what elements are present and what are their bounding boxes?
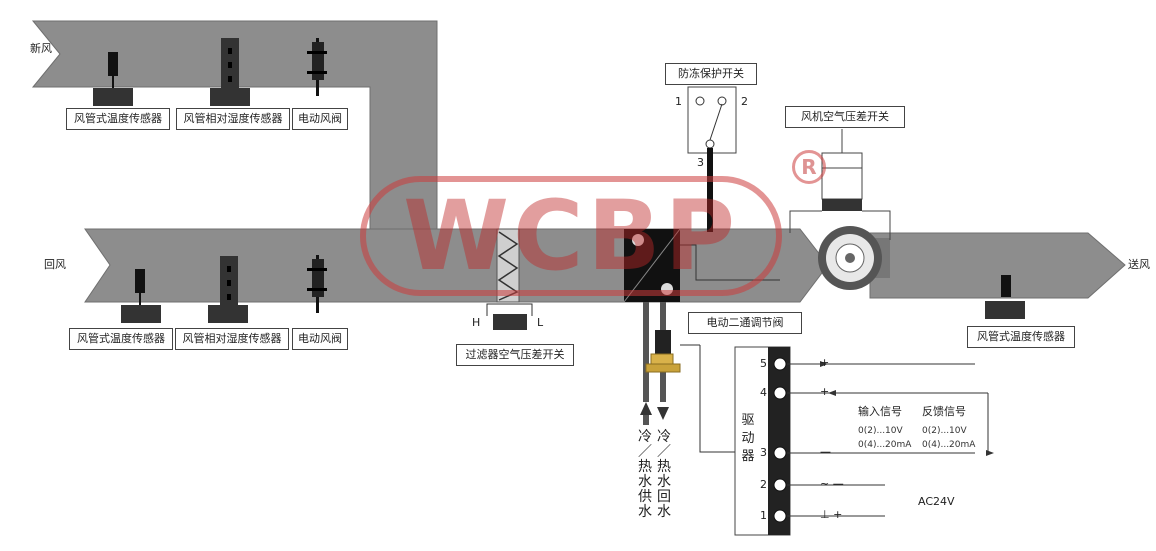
supply-duct [869,232,1126,299]
top-temp-sensor [93,52,133,106]
valve-label: 电动二通调节阀 [688,312,802,334]
top-humidity-sensor [210,38,250,106]
feedback-ma-label: 0(4)...20mA [922,440,976,450]
terminal-number-4: 4 [760,386,767,399]
fan-pressure-switch-label: 风机空气压差开关 [785,106,905,128]
mid-temp-sensor [121,269,161,323]
top-temp-sensor-label: 风管式温度传感器 [66,108,170,130]
antifreeze-switch-body [687,86,737,232]
terminal-sign-5: + [820,356,830,369]
driver-label: 驱动器 [741,413,755,464]
coil [623,228,681,303]
mid-air-damper-label: 电动风阀 [292,328,348,350]
top-air-damper [307,38,327,96]
filter-l-label: L [537,316,544,329]
top-air-damper-label: 电动风阀 [292,108,348,130]
watermark: WCBP [360,176,782,296]
filter-pressure-switch-label: 过滤器空气压差开关 [456,344,574,366]
terminal-sign-1: ⊥ + [820,508,843,521]
water-supply-label: 冷／热水供水 [638,429,652,520]
fresh-air-label: 新风 [30,42,52,55]
supply-fan [818,226,890,290]
return-air-label: 回风 [44,258,66,271]
terminal-screws [773,357,787,523]
terminal-number-3: 3 [760,446,767,459]
feedback-v-label: 0(2)...10V [922,426,967,436]
mid-humidity-sensor-label: 风管相对湿度传感器 [175,328,289,350]
terminal-number-2: 2 [760,478,767,491]
top-humidity-sensor-label: 风管相对湿度传感器 [176,108,290,130]
switch-pin1-label: 1 [675,95,682,108]
fresh-air-duct [31,20,438,230]
mid-air-damper [307,255,327,313]
signal-arrows [820,361,994,456]
terminal-screw-4 [773,386,787,400]
terminal-screw-2 [773,478,787,492]
terminal-sign-2: ~ — [820,477,844,490]
input-v-label: 0(2)...10V [858,426,903,436]
fan-pressure-switch-body [789,129,891,240]
terminal-screw-3 [773,446,787,460]
terminal-number-1: 1 [760,509,767,522]
ac24v-label: AC24V [918,495,955,508]
terminal-screw-1 [773,509,787,523]
mid-humidity-sensor [208,256,248,323]
water-return-label: 冷／热水回水 [657,429,671,520]
input-signal-label: 输入信号 [858,405,902,418]
terminal-sign-4: + [820,385,830,398]
input-ma-label: 0(4)...20mA [858,440,912,450]
feedback-signal-label: 反馈信号 [922,405,966,418]
right-temp-sensor [985,275,1025,319]
terminal-sign-3: — [820,445,831,458]
antifreeze-switch-label: 防冻保护开关 [665,63,757,85]
right-temp-sensor-label: 风管式温度传感器 [967,326,1075,348]
switch-pin2-label: 2 [741,95,748,108]
registered-mark: R [792,150,826,184]
filter-h-label: H [472,316,481,329]
supply-air-label: 送风 [1128,258,1150,271]
filter-pressure-switch [486,303,533,330]
mid-temp-sensor-label: 风管式温度传感器 [69,328,173,350]
terminal-number-5: 5 [760,357,767,370]
switch-pin3-label: 3 [697,156,704,169]
valve-actuator [645,330,735,453]
terminal-screw-5 [773,357,787,371]
